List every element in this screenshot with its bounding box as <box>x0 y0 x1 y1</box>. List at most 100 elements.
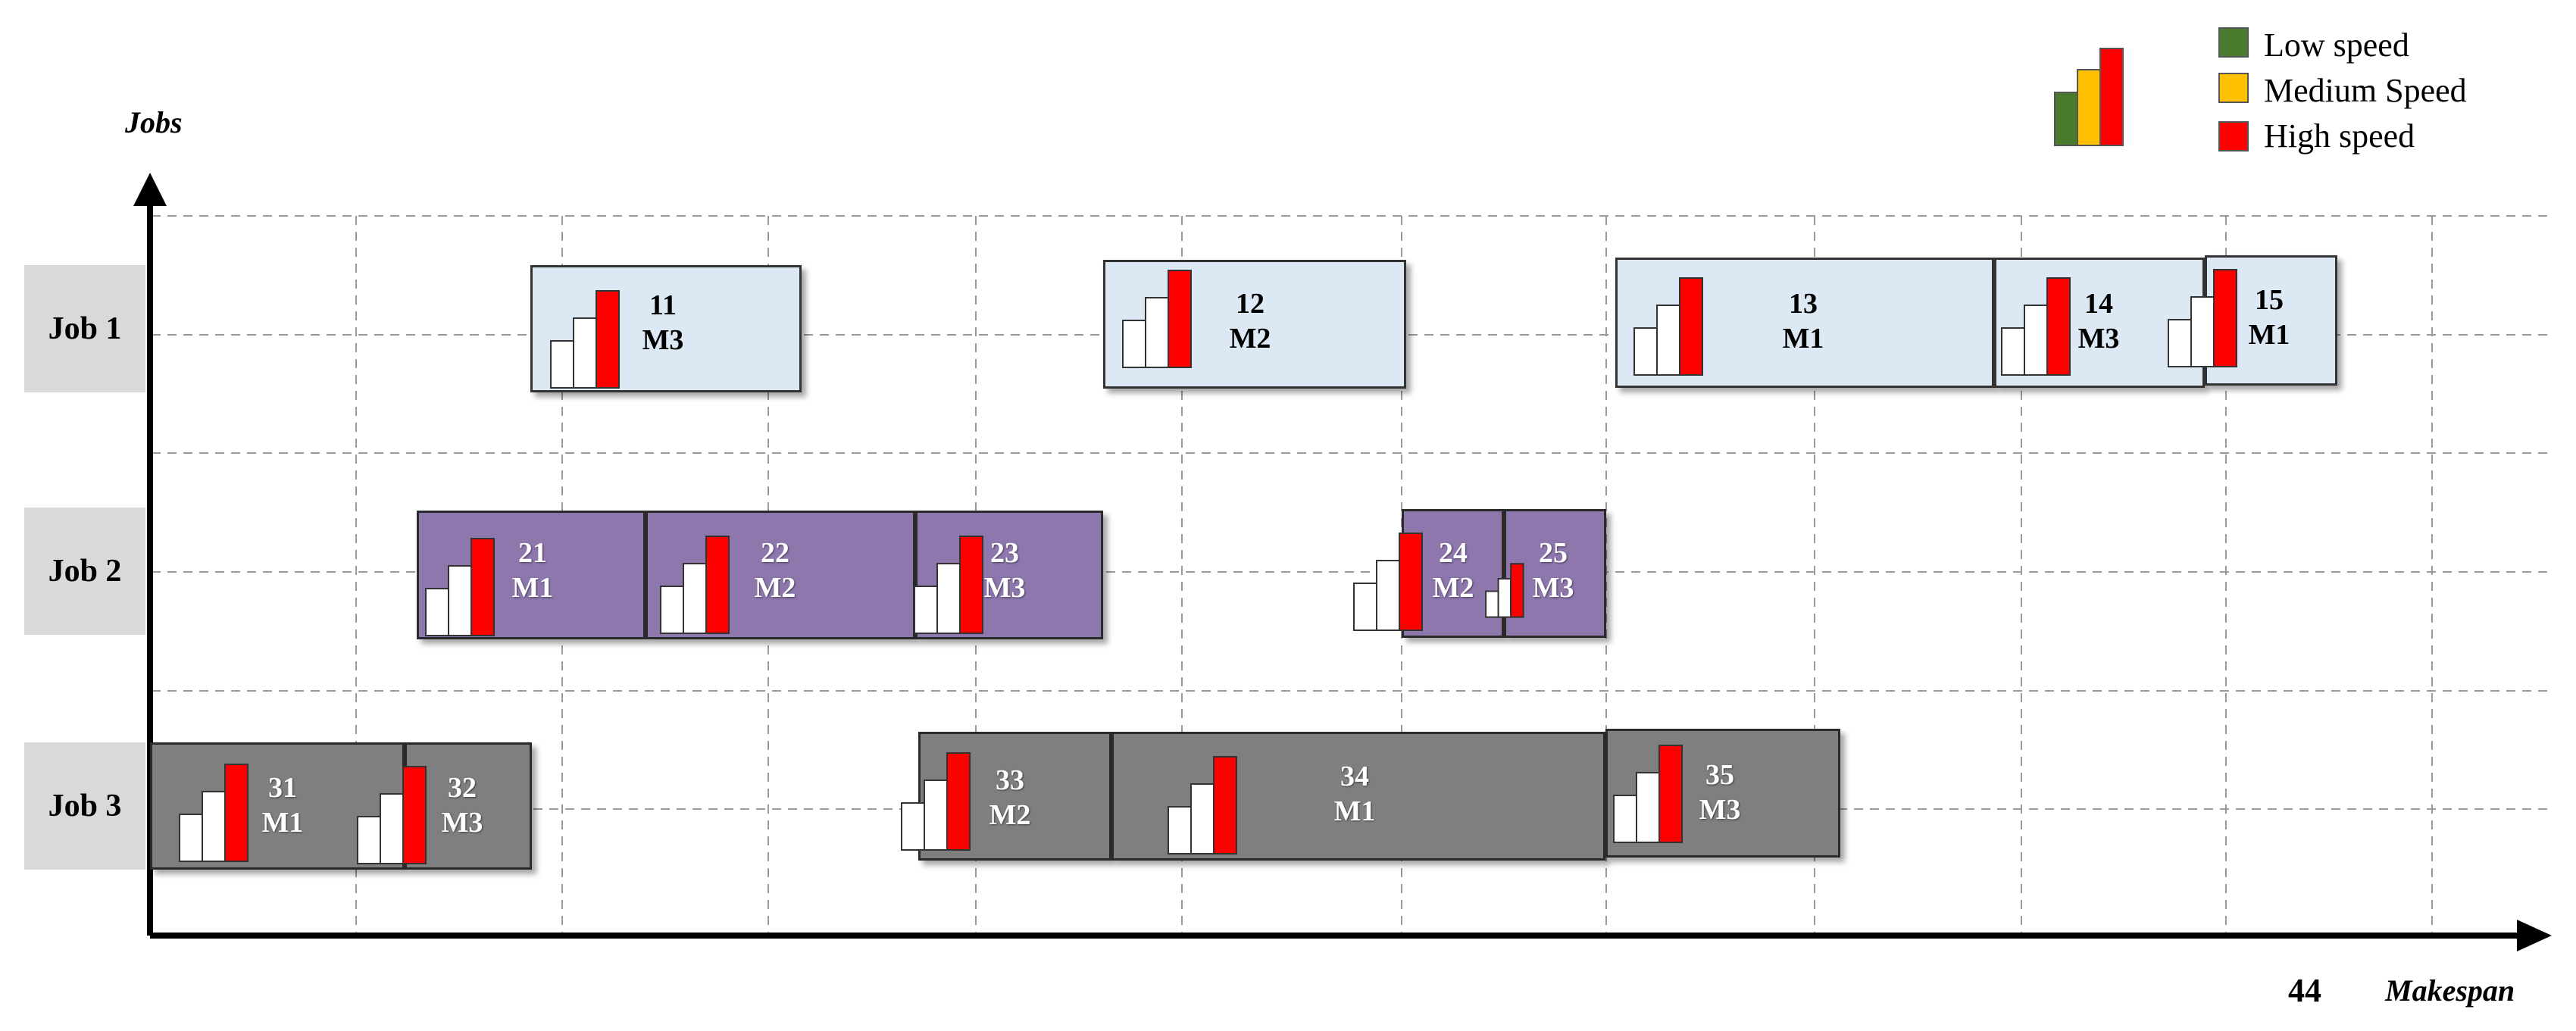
speed-bar-medium-24 <box>1376 560 1400 631</box>
speed-bar-medium-14 <box>2024 305 2048 376</box>
speed-bar-high-35 <box>1658 745 1683 843</box>
speed-bar-high-31 <box>224 764 249 862</box>
operation-machine: M3 <box>1699 794 1741 826</box>
speed-bar-high-22 <box>705 536 730 634</box>
row-label-job-2: Job 2 <box>24 508 145 635</box>
operation-id: 33 <box>996 764 1024 796</box>
speed-bar-medium-15 <box>2190 296 2215 367</box>
speed-bars-icon-11 <box>550 290 620 389</box>
speed-bar-high-11 <box>596 290 620 389</box>
speed-bar-low-33 <box>901 802 925 851</box>
operation-machine: M3 <box>983 572 1026 604</box>
speed-bar-high-13 <box>1679 277 1703 376</box>
legend-swatch-low <box>2218 27 2249 58</box>
operation-id: 34 <box>1340 761 1369 792</box>
speed-bar-medium-34 <box>1190 783 1215 854</box>
operation-machine: M1 <box>511 572 554 604</box>
operation-id: 14 <box>2084 288 2113 320</box>
operation-id: 13 <box>1789 288 1818 320</box>
operation-machine: M2 <box>989 799 1031 831</box>
operation-machine: M2 <box>1229 323 1271 355</box>
operation-id: 11 <box>649 289 677 321</box>
legend-label-high: High speed <box>2264 117 2415 155</box>
operation-id: 22 <box>761 537 789 569</box>
legend-icon-low-bar <box>2054 92 2078 146</box>
speed-bar-low-35 <box>1613 795 1637 843</box>
operation-machine: M1 <box>2248 319 2290 351</box>
legend-icon-medium-bar <box>2077 69 2101 146</box>
speed-bar-high-15 <box>2213 269 2237 367</box>
speed-bars-icon-23 <box>914 536 983 634</box>
operation-id: 31 <box>268 772 297 804</box>
speed-bar-medium-11 <box>573 317 597 389</box>
speed-bar-high-25 <box>1510 563 1524 618</box>
operation-id: 21 <box>518 537 547 569</box>
operation-id: 24 <box>1439 537 1468 569</box>
speed-bars-icon-24 <box>1353 533 1423 631</box>
operation-id: 12 <box>1236 288 1265 320</box>
speed-bars-icon-22 <box>660 536 730 634</box>
speed-bars-icon-25 <box>1485 563 1524 618</box>
operation-machine: M1 <box>1782 323 1824 355</box>
speed-bar-low-31 <box>179 814 203 862</box>
speed-bars-icon-13 <box>1633 277 1703 376</box>
operation-machine: M2 <box>754 572 796 604</box>
operation-id: 25 <box>1539 537 1568 569</box>
operation-id: 32 <box>448 772 477 804</box>
x-axis-arrow <box>2517 920 2552 951</box>
speed-legend-icon <box>2054 48 2124 146</box>
speed-bar-low-15 <box>2168 319 2192 367</box>
speed-bar-medium-32 <box>380 793 404 864</box>
legend-label-low: Low speed <box>2264 27 2409 64</box>
speed-bar-medium-12 <box>1145 297 1169 368</box>
speed-bars-icon-35 <box>1613 745 1683 843</box>
makespan-value: 44 <box>2288 972 2321 1009</box>
operation-machine: M3 <box>441 807 483 839</box>
speed-bars-icon-31 <box>179 764 249 862</box>
speed-bar-low-12 <box>1122 320 1146 368</box>
speed-bar-high-34 <box>1213 756 1237 854</box>
x-axis-title: Makespan <box>2385 973 2515 1008</box>
speed-bar-medium-33 <box>924 779 948 851</box>
operation-id: 35 <box>1705 759 1734 791</box>
speed-bar-low-23 <box>914 586 938 634</box>
operation-id: 15 <box>2255 284 2284 316</box>
legend-swatch-high <box>2218 121 2249 152</box>
speed-bar-low-13 <box>1633 327 1658 376</box>
operation-id: 23 <box>990 537 1019 569</box>
operation-machine: M1 <box>261 807 304 839</box>
speed-bars-icon-33 <box>901 752 971 851</box>
speed-bar-low-21 <box>425 588 449 636</box>
operation-machine: M3 <box>2077 323 2120 355</box>
row-label-job-1: Job 1 <box>24 265 145 392</box>
speed-bars-icon-32 <box>357 766 427 864</box>
speed-bar-low-22 <box>660 586 684 634</box>
speed-bar-medium-21 <box>448 565 472 636</box>
y-axis-title: Jobs <box>125 105 183 139</box>
row-label-job-3: Job 3 <box>24 742 145 870</box>
operation-machine: M3 <box>642 324 684 356</box>
speed-bars-icon-12 <box>1122 270 1192 368</box>
speed-bar-high-24 <box>1399 533 1423 631</box>
speed-bar-medium-25 <box>1497 578 1512 618</box>
speed-bar-low-11 <box>550 340 574 389</box>
speed-bar-low-24 <box>1353 583 1377 631</box>
speed-bars-icon-21 <box>425 538 495 636</box>
operation-machine: M2 <box>1432 572 1474 604</box>
speed-bar-high-14 <box>2046 277 2071 376</box>
legend-swatch-medium <box>2218 73 2249 103</box>
speed-bar-high-23 <box>959 536 983 634</box>
speed-bar-medium-22 <box>683 563 707 634</box>
y-axis-arrow <box>133 173 167 206</box>
